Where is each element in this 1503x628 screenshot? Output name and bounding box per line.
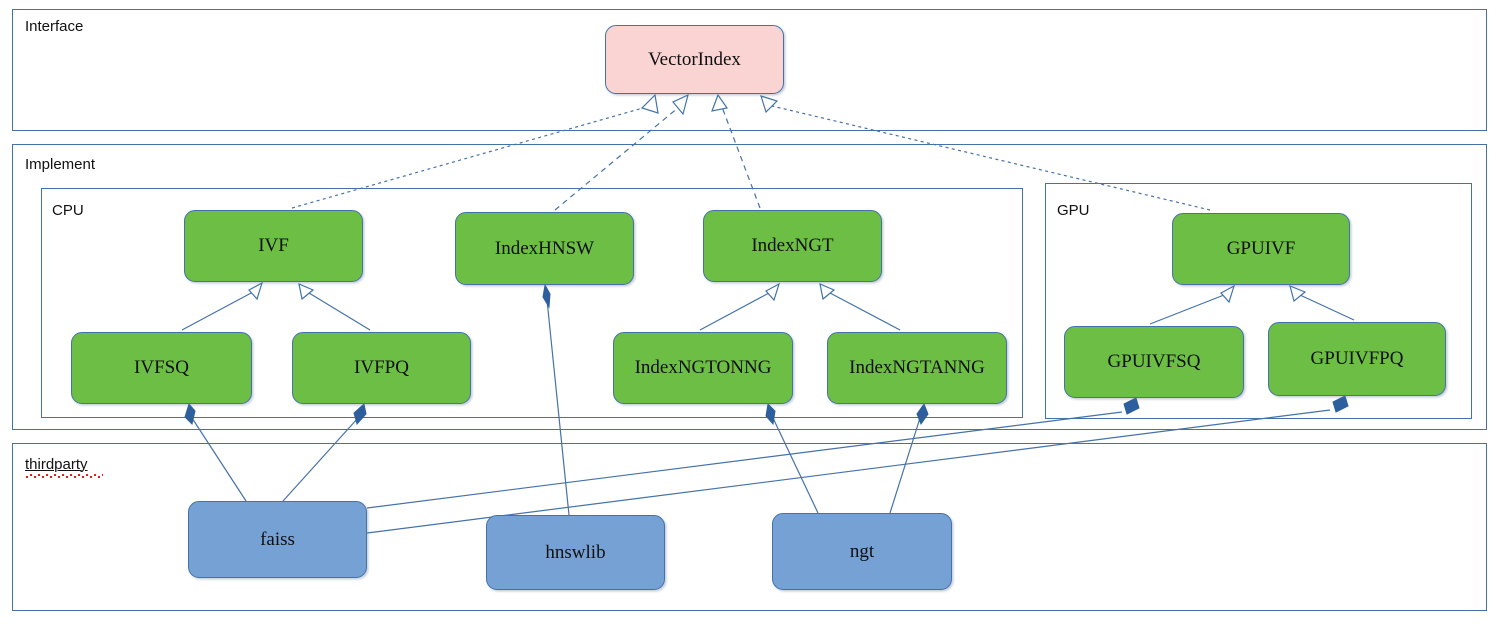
- node-indexngt[interactable]: IndexNGT: [703, 210, 882, 282]
- node-label: IVFPQ: [354, 357, 409, 378]
- node-indexhnsw[interactable]: IndexHNSW: [455, 212, 634, 285]
- node-gpuivfpq[interactable]: GPUIVFPQ: [1268, 322, 1446, 396]
- node-label: VectorIndex: [648, 48, 741, 70]
- package-label-gpu: GPU: [1057, 202, 1090, 219]
- node-ngt[interactable]: ngt: [772, 513, 952, 590]
- node-label: IVFSQ: [134, 357, 189, 378]
- package-label-interface: Interface: [25, 18, 84, 35]
- node-gpuivf[interactable]: GPUIVF: [1172, 213, 1350, 285]
- node-hnswlib[interactable]: hnswlib: [486, 515, 665, 590]
- node-label: GPUIVFPQ: [1310, 348, 1404, 369]
- node-label: IndexHNSW: [494, 237, 595, 259]
- spellcheck-squiggle: [25, 474, 103, 478]
- node-label: GPUIVF: [1226, 238, 1296, 259]
- node-label: GPUIVFSQ: [1107, 351, 1201, 372]
- node-label: ngt: [849, 540, 875, 562]
- package-label-cpu: CPU: [52, 202, 84, 219]
- node-ivf[interactable]: IVF: [184, 210, 363, 282]
- node-indexngtanng[interactable]: IndexNGTANNG: [827, 332, 1007, 404]
- node-label: IVF: [258, 235, 289, 256]
- package-label-thirdparty: thirdparty: [25, 456, 88, 473]
- node-ivfpq[interactable]: IVFPQ: [292, 332, 471, 404]
- node-indexngtonng[interactable]: IndexNGTONNG: [613, 332, 793, 404]
- package-label-implement: Implement: [25, 156, 96, 173]
- node-gpuivfsq[interactable]: GPUIVFSQ: [1064, 326, 1244, 398]
- node-ivfsq[interactable]: IVFSQ: [71, 332, 252, 404]
- node-vectorindex[interactable]: VectorIndex: [605, 25, 784, 94]
- node-label: IndexNGTONNG: [634, 357, 772, 378]
- node-label: IndexNGT: [751, 235, 834, 256]
- node-label: faiss: [260, 528, 295, 550]
- node-label: hnswlib: [545, 541, 606, 563]
- node-faiss[interactable]: faiss: [188, 501, 367, 578]
- node-label: IndexNGTANNG: [849, 357, 985, 378]
